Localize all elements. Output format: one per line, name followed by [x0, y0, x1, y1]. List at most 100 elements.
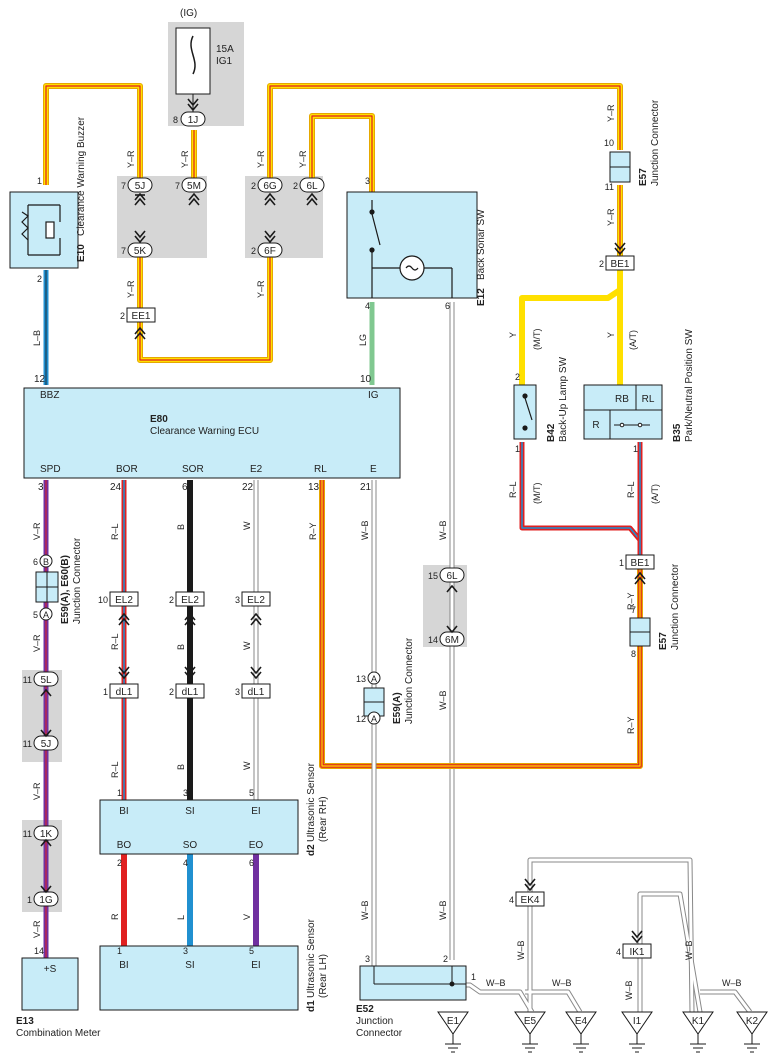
terminal-a-bottom: A [367, 711, 381, 725]
ground-k1: K1 [682, 1011, 714, 1053]
svg-text:7: 7 [121, 181, 126, 191]
svg-text:A: A [43, 610, 49, 620]
svg-text:B35: B35 [672, 423, 683, 442]
svg-text:Y–R: Y–R [180, 150, 190, 168]
svg-text:4: 4 [509, 895, 514, 905]
svg-text:W–B: W–B [516, 940, 526, 960]
svg-text:E2: E2 [250, 464, 263, 475]
svg-text:B: B [176, 644, 186, 650]
svg-text:BOR: BOR [116, 464, 138, 475]
svg-text:W–B: W–B [552, 978, 572, 988]
svg-text:10: 10 [604, 138, 614, 148]
connector-6g: 6G [257, 177, 283, 193]
svg-text:12: 12 [356, 714, 366, 724]
svg-text:8: 8 [631, 649, 636, 659]
svg-text:K1: K1 [692, 1016, 705, 1027]
svg-text:EO: EO [249, 840, 264, 851]
svg-text:5J: 5J [135, 181, 146, 192]
ecu-labels: E80 Clearance Warning ECU BBZ IG SPD BOR… [34, 374, 379, 493]
svg-text:K2: K2 [746, 1016, 759, 1027]
svg-text:IK1: IK1 [629, 947, 644, 958]
svg-text:Clearance Warning Buzzer: Clearance Warning Buzzer [76, 116, 87, 236]
meter-box [21, 957, 79, 1011]
connector-dl1-b: dL1 [175, 683, 205, 699]
svg-text:SI: SI [185, 806, 194, 817]
svg-text:6G: 6G [263, 181, 277, 192]
svg-text:R–L: R–L [508, 481, 518, 498]
svg-text:E13: E13 [16, 1016, 34, 1027]
svg-text:SI: SI [185, 960, 194, 971]
svg-text:E57: E57 [658, 632, 669, 650]
fuse-rating: 15A [216, 44, 234, 55]
svg-text:E: E [370, 464, 377, 475]
fuse-name: IG1 [216, 56, 233, 67]
svg-text:IG: IG [368, 390, 379, 401]
svg-text:5J: 5J [41, 739, 52, 750]
svg-text:Connector: Connector [356, 1028, 403, 1039]
svg-text:7: 7 [631, 605, 636, 615]
svg-text:Back-Up Lamp SW: Back-Up Lamp SW [558, 356, 569, 442]
svg-text:SOR: SOR [182, 464, 204, 475]
svg-text:BBZ: BBZ [40, 390, 59, 401]
svg-text:5: 5 [249, 946, 254, 956]
ground-i1: I1 [621, 1011, 653, 1053]
svg-text:EK4: EK4 [521, 895, 540, 906]
svg-text:W: W [242, 641, 252, 650]
svg-text:W: W [242, 521, 252, 530]
svg-text:Y–R: Y–R [606, 104, 616, 122]
ground-e4: E4 [565, 1011, 597, 1053]
svg-text:V–R: V–R [32, 634, 42, 652]
svg-text:(Rear RH): (Rear RH) [318, 796, 329, 842]
svg-text:14: 14 [428, 635, 438, 645]
svg-text:Junction Connector: Junction Connector [670, 563, 681, 650]
svg-text:2: 2 [120, 311, 125, 321]
svg-text:7: 7 [121, 246, 126, 256]
svg-text:6: 6 [182, 482, 188, 493]
fuse-ig1: (IG) 15A IG1 [175, 8, 234, 112]
connector-6l-b: 6L [439, 567, 465, 583]
svg-text:2: 2 [37, 274, 42, 284]
svg-text:L–B: L–B [32, 330, 42, 346]
ground-e5: E5 [514, 1011, 546, 1053]
svg-text:W–B: W–B [438, 520, 448, 540]
terminal-a-top: A [367, 671, 381, 685]
svg-text:4: 4 [183, 858, 188, 868]
ground-symbols: E1 E5 E4 I1 K1 K2 [437, 1011, 768, 1053]
ecu-name: Clearance Warning ECU [150, 426, 259, 437]
buzzer-box [9, 191, 79, 269]
connector-ek4: EK4 [515, 891, 545, 907]
svg-text:6: 6 [33, 557, 38, 567]
park-neutral-box [583, 384, 663, 440]
svg-text:1J: 1J [188, 115, 199, 126]
svg-text:1: 1 [103, 687, 108, 697]
sensor-d2-box [99, 799, 299, 855]
svg-text:15: 15 [428, 571, 438, 581]
svg-text:EL2: EL2 [115, 595, 133, 606]
svg-text:(M/T): (M/T) [532, 483, 542, 505]
svg-text:Y–R: Y–R [606, 208, 616, 226]
svg-text:Y–R: Y–R [256, 150, 266, 168]
svg-text:EL2: EL2 [181, 595, 199, 606]
connector-5k: 5K [127, 242, 153, 258]
svg-text:5: 5 [33, 610, 38, 620]
svg-text:14: 14 [34, 946, 44, 956]
svg-text:EL2: EL2 [247, 595, 265, 606]
svg-text:E10: E10 [76, 244, 87, 262]
svg-text:2: 2 [251, 246, 256, 256]
svg-text:6M: 6M [445, 635, 459, 646]
svg-text:RL: RL [314, 464, 327, 475]
svg-text:Y–R: Y–R [126, 150, 136, 168]
connector-ee1: EE1 [126, 307, 156, 323]
wire-labels: Y–R Y–R Y–R Y–R Y–R Y–R Y–R Y–R L–B LG Y… [32, 104, 742, 1000]
connector-5m: 5M [181, 177, 207, 193]
back-sonar-box [346, 191, 478, 299]
svg-text:A: A [371, 714, 377, 724]
svg-text:1K: 1K [40, 829, 53, 840]
svg-text:6: 6 [445, 301, 450, 311]
connector-be1-top: BE1 [605, 255, 635, 271]
svg-text:RL: RL [642, 394, 655, 405]
svg-text:3: 3 [183, 788, 188, 798]
svg-text:Junction Connector: Junction Connector [650, 99, 661, 186]
connector-5j-b: 5J [33, 735, 59, 751]
svg-text:W–B: W–B [722, 978, 742, 988]
